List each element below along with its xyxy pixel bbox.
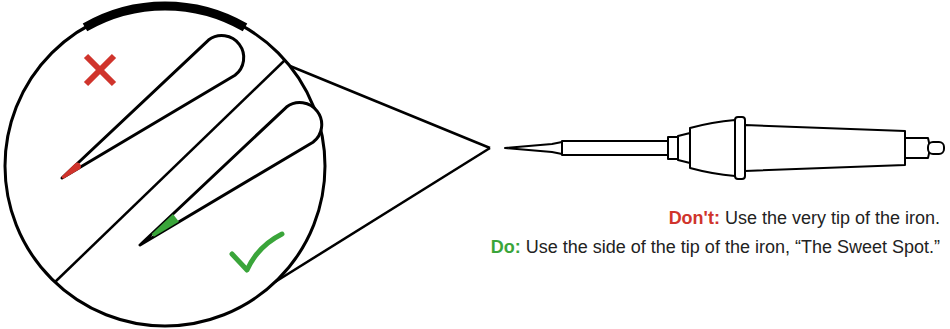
- instruction-text: Use the side of the tip of the iron, “Th…: [526, 236, 940, 258]
- check-mark: [232, 234, 282, 270]
- instruction-line: Don't:Use the very tip of the iron.: [669, 207, 940, 229]
- magnifier-rim: [85, 6, 245, 27]
- soldering-iron: [505, 117, 944, 179]
- cross-mark: [86, 56, 114, 84]
- magnifier-circle: [5, 6, 325, 326]
- instruction-keyword: Do:: [491, 236, 521, 258]
- instruction-text: Use the very tip of the iron.: [725, 207, 940, 229]
- right-tip: [127, 94, 331, 263]
- instruction-keyword: Don't:: [669, 207, 720, 229]
- instruction-line: Do:Use the side of the tip of the iron, …: [491, 236, 940, 258]
